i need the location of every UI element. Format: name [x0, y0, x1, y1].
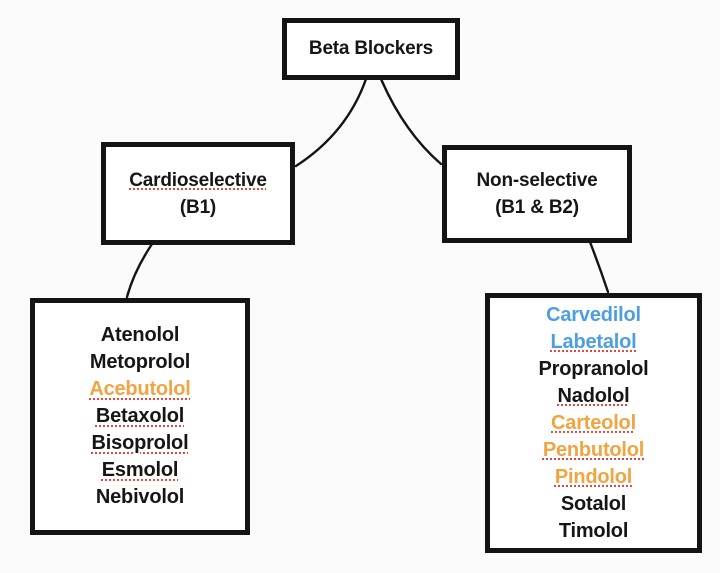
drug-name: Bisoprolol: [91, 432, 189, 454]
connector-nonselective-to-list: [588, 240, 610, 294]
drug-name: Penbutolol: [542, 438, 645, 461]
connector-cardioselective-to-list: [125, 242, 154, 299]
drug-name: Metoprolol: [89, 351, 191, 373]
drug-name: Carvedilol: [546, 303, 641, 326]
drug-name: Betaxolol: [95, 405, 185, 427]
nonselective-node: Non-selective (B1 & B2): [442, 145, 632, 243]
drug-name: Carteolol: [551, 411, 636, 434]
cardioselective-drug-list: Atenolol Metoprolol Acebutolol Betaxolol…: [30, 298, 250, 535]
nonselective-label-line2: (B1 & B2): [495, 197, 579, 218]
root-node-beta-blockers: Beta Blockers: [282, 18, 460, 80]
nonselective-label-line1: Non-selective: [476, 170, 598, 191]
drug-name: Acebutolol: [89, 378, 191, 400]
nonselective-drug-list: Carvedilol Labetalol Propranolol Nadolol…: [485, 293, 702, 553]
drug-name: Atenolol: [100, 324, 180, 346]
connector-root-to-cardioselective: [294, 77, 368, 168]
connector-root-to-nonselective: [379, 77, 443, 166]
cardioselective-label-line2: (B1): [179, 196, 217, 218]
drug-name: Sotalol: [560, 492, 627, 515]
drug-name: Propranolol: [538, 357, 649, 380]
drug-name: Nebivolol: [95, 486, 185, 508]
cardioselective-node: Cardioselective (B1): [101, 142, 295, 245]
drug-name: Nadolol: [557, 384, 630, 407]
drug-name: Pindolol: [554, 465, 633, 488]
drug-name: Timolol: [558, 519, 629, 542]
cardioselective-label-line1: Cardioselective: [129, 169, 267, 191]
drug-name: Esmolol: [101, 459, 179, 481]
root-node-label: Beta Blockers: [308, 38, 434, 59]
drug-name: Labetalol: [550, 330, 637, 353]
